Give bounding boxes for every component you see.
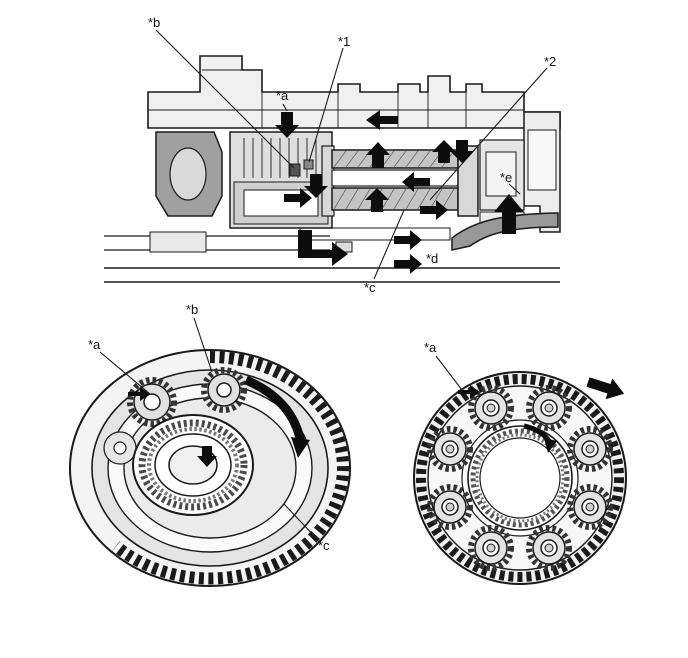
planetary-front-view: [413, 371, 627, 585]
planet-pinion: [468, 385, 514, 431]
callout-carrier-a: *a: [88, 337, 101, 352]
leader-section-1: [308, 47, 344, 163]
flow-arrow-elbow-bottom: [298, 230, 348, 266]
callout-section-1: *1: [338, 34, 350, 49]
flow-arrow-up-lower: [365, 188, 389, 212]
rotation-arrow-pinion: [128, 387, 150, 401]
rotation-arrow-hub: [197, 446, 217, 467]
shaft-bore: [331, 169, 459, 187]
lower-shaft-lines: [104, 235, 330, 251]
retainer-part: [303, 159, 314, 170]
case-arm: [451, 212, 559, 251]
planet-pinion: [567, 484, 613, 530]
flow-arrow-right-mid: [284, 188, 312, 208]
planet-pinions: [427, 385, 613, 571]
callout-gear-a: *a: [424, 340, 437, 355]
leader-lines-carrier: [99, 317, 319, 541]
rotation-arrow-rim-head: [291, 437, 310, 458]
rotation-arrow-rim: [244, 375, 306, 444]
leader-section-e: [508, 183, 521, 195]
planet-pinion: [526, 525, 572, 571]
planet-pinion: [567, 426, 613, 472]
right-case-inner: [527, 129, 557, 191]
rotation-arrow-ring: [586, 377, 625, 400]
leader-section-c: [373, 209, 405, 280]
flow-arrow-up-case: [494, 194, 524, 234]
planet-pinion: [468, 525, 514, 571]
flow-arrows: [275, 110, 524, 274]
left-hub-core: [169, 147, 207, 201]
leader-gear-a: [435, 355, 463, 391]
leader-lines-top: [155, 29, 548, 280]
carrier-pinion-top: [201, 367, 247, 413]
planet-pinion: [427, 426, 473, 472]
carrier-3d-view: [69, 349, 351, 587]
carrier-pinion-side: [103, 431, 137, 465]
snap-ring-part: [289, 163, 301, 177]
leader-lines-gear: [435, 355, 463, 391]
callout-carrier-c: *c: [318, 538, 330, 553]
callout-carrier-b: *b: [186, 302, 198, 317]
planet-pinion: [427, 484, 473, 530]
flow-arrow-left-mid: [402, 172, 430, 192]
planet-pinion: [526, 385, 572, 431]
flow-arrow-down-mid: [304, 174, 328, 198]
flow-arrow-down-right: [450, 140, 474, 163]
flow-arrow-right-shaft: [420, 200, 448, 220]
leader-section-a: [282, 103, 288, 112]
lower-coupler: [149, 231, 207, 253]
ring-gear-teeth: [416, 374, 624, 582]
callout-section-e: *e: [500, 170, 512, 185]
leader-carrier-b: [193, 317, 213, 373]
flow-arrow-up-right: [432, 140, 456, 163]
lower-rail: [299, 227, 451, 241]
callout-section-c: *c: [364, 280, 376, 295]
flow-arrow-down-a: [275, 112, 299, 138]
rotation-arrow-pinion-front: [458, 385, 480, 399]
flow-arrow-right-low2: [394, 254, 422, 274]
callout-labels: *b *1 *2 *a *e *d *c *a *b *c *a: [88, 15, 556, 553]
flow-arrow-left-top: [366, 110, 398, 130]
splined-hub: [132, 414, 254, 516]
flow-arrow-up-shaft: [366, 142, 390, 168]
callout-section-d: *d: [426, 251, 438, 266]
leader-section-b: [155, 29, 295, 169]
callout-section-a: *a: [276, 88, 289, 103]
sun-spline: [467, 425, 573, 531]
rotation-arrow-carrier-head: [544, 438, 557, 453]
leader-section-2: [429, 67, 548, 201]
callout-section-b: *b: [148, 15, 160, 30]
right-hub-inner: [485, 151, 517, 197]
leader-carrier-a: [99, 351, 151, 395]
callout-section-2: *2: [544, 54, 556, 69]
flow-arrow-right-low1: [394, 230, 422, 250]
baseline-shaft: [104, 267, 560, 283]
leader-carrier-c: [283, 503, 319, 541]
housing-outline: [147, 55, 561, 129]
drum-teeth: [112, 351, 350, 585]
